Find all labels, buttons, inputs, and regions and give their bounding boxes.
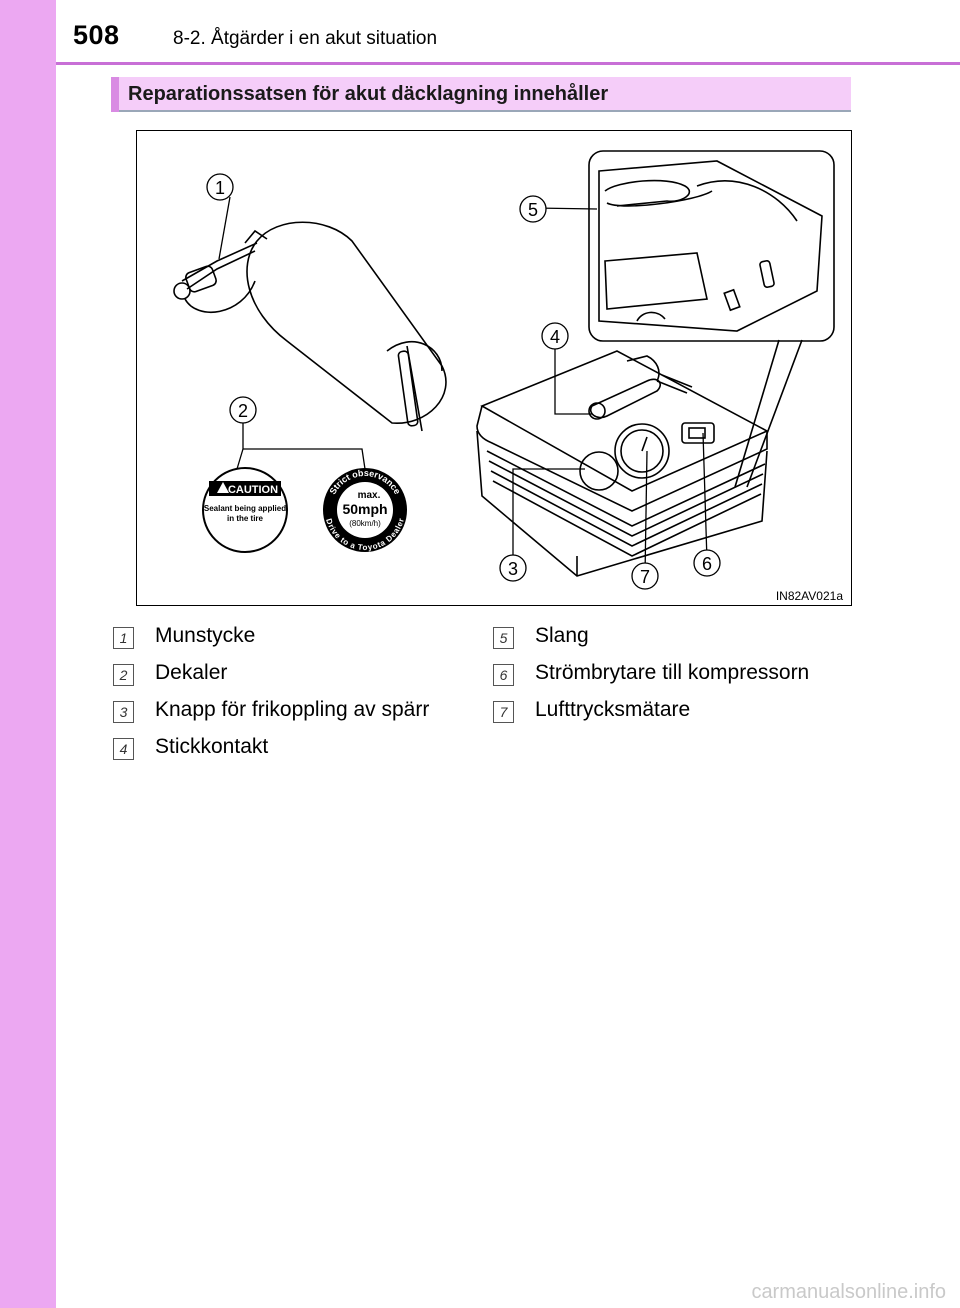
legend-number: 1 [113, 627, 134, 649]
header-divider [56, 62, 960, 65]
svg-text:4: 4 [550, 327, 560, 347]
legend-number: 2 [113, 664, 134, 686]
compressor-drawing [476, 350, 769, 577]
legend-label: Lufttrycksmätare [535, 698, 691, 721]
figure-code: IN82AV021a [775, 589, 843, 603]
svg-text:6: 6 [702, 554, 712, 574]
svg-text:50mph: 50mph [342, 501, 387, 517]
callout-2: 2 [229, 396, 257, 424]
legend-number: 3 [113, 701, 134, 723]
legend-number: 4 [113, 738, 134, 760]
legend-label: Slang [535, 624, 589, 647]
legend-number: 5 [493, 627, 514, 649]
repair-kit-illustration: 1 2 3 4 5 6 7 [136, 130, 852, 606]
legend-label: Knapp för frikoppling av spärr [155, 698, 430, 721]
callout-7: 7 [631, 562, 659, 590]
legend-label: Dekaler [155, 661, 228, 684]
page-number: 508 [73, 20, 120, 50]
legend-label: Strömbrytare till kompressorn [535, 661, 810, 684]
legend-number: 7 [493, 701, 514, 723]
section-heading: Reparationssatsen för akut däcklagning i… [111, 77, 851, 112]
callout-5: 5 [519, 195, 547, 223]
legend-label: Munstycke [155, 624, 256, 647]
sealant-bottle-drawing [173, 221, 447, 432]
chapter-side-tab [0, 0, 56, 1308]
callout-3: 3 [499, 554, 527, 582]
callout-4: 4 [541, 322, 569, 350]
svg-text:2: 2 [238, 401, 248, 421]
footer-watermark: carmanualsonline.info [751, 1281, 946, 1303]
legend-number: 6 [493, 664, 514, 686]
callout-1: 1 [206, 173, 234, 201]
chapter-title: 8-2. Åtgärder i en akut situation [173, 28, 438, 49]
section-heading-accent [111, 77, 119, 112]
svg-text:Sealant being applied: Sealant being applied [204, 504, 286, 513]
svg-text:1: 1 [215, 178, 225, 198]
svg-text:CAUTION: CAUTION [228, 484, 278, 496]
svg-text:5: 5 [528, 200, 538, 220]
legend-label: Stickkontakt [155, 735, 269, 758]
svg-text:max.: max. [358, 490, 381, 501]
svg-text:(80km/h): (80km/h) [349, 519, 381, 528]
svg-text:3: 3 [508, 559, 518, 579]
inset-drawing [588, 150, 835, 342]
repair-kit-drawing: 1 2 3 4 5 6 7 [173, 150, 835, 590]
svg-text:in the tire: in the tire [227, 514, 264, 523]
svg-text:7: 7 [640, 567, 650, 587]
caution-decal: CAUTION Sealant being applied in the tir… [202, 467, 288, 553]
callout-6: 6 [693, 549, 721, 577]
speed-limit-decal: Strict observance Drive to a Toyota Deal… [323, 468, 407, 552]
section-heading-text: Reparationssatsen för akut däcklagning i… [128, 83, 609, 105]
